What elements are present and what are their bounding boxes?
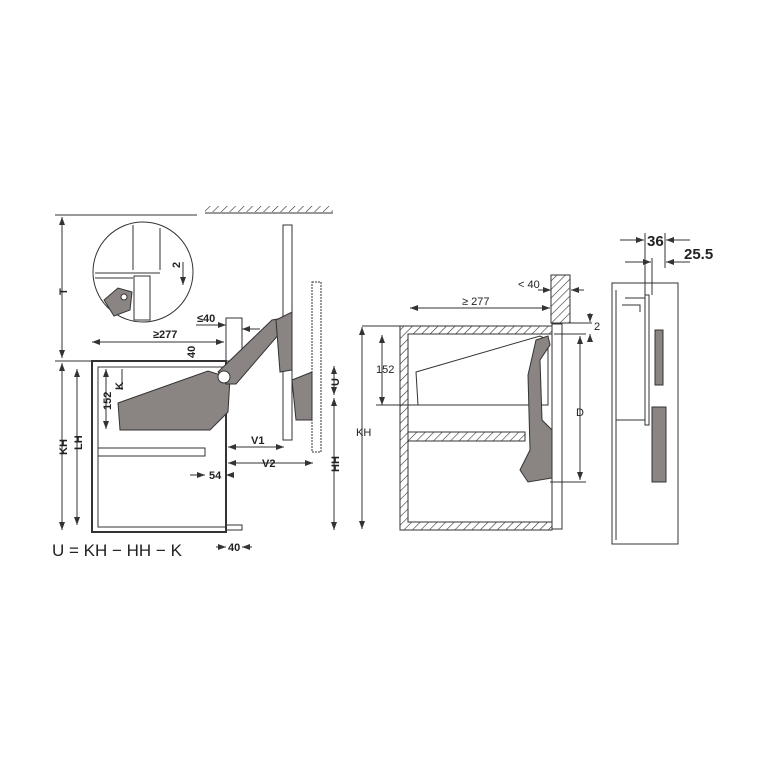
open-flap-lower	[311, 281, 322, 453]
flap-bracket-upper	[275, 311, 293, 373]
flap-profile	[644, 294, 650, 426]
door-edge	[225, 524, 243, 531]
middle-view: KH 152 ≥ 277 < 40 2 D	[356, 274, 600, 531]
dim-T: T	[58, 288, 70, 295]
mechanism-arm	[519, 335, 553, 483]
pivot-joint	[217, 370, 231, 384]
closed-flap	[551, 323, 563, 530]
lift-cylinder	[654, 329, 664, 386]
mechanism-body	[415, 335, 549, 406]
left-view: 2 T KH LH 152 K ≥277 ≤40 40 U HH V1 V2 5…	[52, 206, 342, 560]
dim-25-5: 25.5	[684, 246, 713, 263]
shelf	[97, 447, 206, 457]
dim-40-vertical: 40	[186, 346, 198, 358]
dim-max-40: ≤40	[197, 313, 215, 325]
dim-36: 36	[647, 233, 664, 250]
cabinet-inner	[97, 366, 227, 528]
dim-277: ≥ 277	[462, 296, 489, 308]
dim-KH: KH	[58, 439, 70, 455]
detail-circle: 2	[92, 221, 194, 323]
dim-152: 152	[376, 364, 394, 376]
hinge-bracket	[622, 297, 645, 312]
detail-gap-label: 2	[171, 262, 183, 268]
dim-V2: V2	[262, 458, 275, 470]
mounting-plate	[651, 406, 667, 483]
dim-less-40: < 40	[518, 279, 540, 291]
dim-HH: HH	[330, 456, 342, 472]
dim-D: D	[576, 407, 584, 419]
ceiling-hatch	[205, 206, 333, 212]
dim-U: U	[330, 378, 342, 386]
flap-bracket-lower	[291, 371, 313, 421]
dim-V1: V1	[251, 435, 264, 447]
dim-LH: LH	[73, 435, 85, 450]
wall-panel	[550, 274, 571, 324]
dim-2: 2	[594, 321, 600, 333]
dim-KH: KH	[356, 427, 371, 439]
lift-mechanism-body	[117, 370, 231, 431]
formula: U = KH − HH − K	[52, 541, 183, 560]
shelf-section	[407, 431, 526, 442]
dim-40-bottom: 40	[228, 542, 240, 554]
dim-54: 54	[209, 470, 222, 482]
dim-152: 152	[102, 392, 114, 410]
dim-277: ≥277	[153, 329, 177, 341]
right-view: 36 25.5	[611, 233, 713, 545]
dim-K: K	[114, 382, 126, 390]
